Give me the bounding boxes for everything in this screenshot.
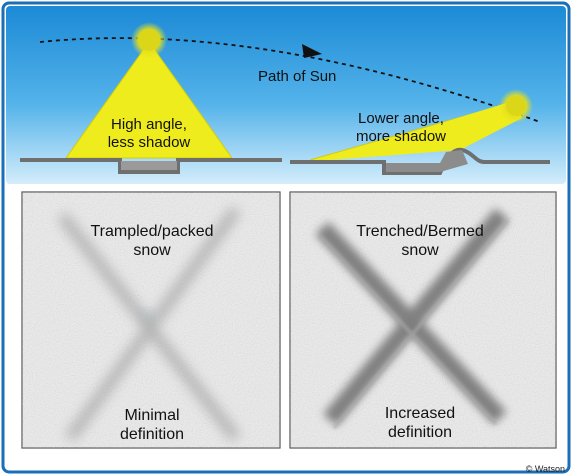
low-sun-light-beam-fill bbox=[318, 100, 522, 161]
left-panel-bottom-line-1: Minimal bbox=[124, 407, 180, 424]
left-panel-top-label: Trampled/packed snow bbox=[72, 222, 232, 260]
copyright-note: © Watson bbox=[525, 464, 565, 474]
low-sun bbox=[506, 96, 526, 116]
high-sun-label-line-2: less shadow bbox=[107, 134, 191, 151]
left-panel-bottom-label: Minimal definition bbox=[82, 406, 222, 444]
high-sun-label-line-1: High angle, bbox=[111, 116, 187, 133]
low-sun-label-line-1: Lower angle, bbox=[358, 110, 444, 127]
right-panel-bottom-label: Increased definition bbox=[345, 404, 495, 442]
left-ground-surface bbox=[20, 158, 282, 174]
low-sun-label-line-2: more shadow bbox=[355, 128, 447, 145]
right-panel-bottom-line-1: Increased bbox=[384, 405, 456, 422]
right-berm-shadow bbox=[386, 150, 468, 172]
high-sun bbox=[138, 29, 160, 51]
sun-path-label: Path of Sun bbox=[258, 68, 337, 85]
high-sun-light-cone bbox=[65, 41, 233, 159]
left-panel-bottom-line-2: definition bbox=[119, 426, 185, 443]
high-sun-label: High angle, less shadow bbox=[92, 116, 206, 152]
right-panel-top-line-2: snow bbox=[401, 242, 439, 259]
right-ground-surface bbox=[290, 147, 550, 175]
right-panel-top-label: Trenched/Bermed snow bbox=[335, 222, 505, 260]
right-snow-panel bbox=[289, 191, 557, 449]
low-sun-label: Lower angle, more shadow bbox=[344, 110, 458, 146]
left-panel-top-line-2: snow bbox=[133, 242, 171, 259]
sun-path-arc bbox=[39, 37, 541, 123]
right-panel-top-line-1: Trenched/Bermed bbox=[356, 223, 484, 240]
sun-path-arrowhead bbox=[302, 44, 322, 58]
left-trampled-trench bbox=[121, 161, 177, 170]
right-panel-bottom-line-2: definition bbox=[387, 424, 453, 441]
left-panel-top-line-1: Trampled/packed bbox=[90, 223, 214, 240]
left-snow-panel bbox=[21, 191, 281, 449]
